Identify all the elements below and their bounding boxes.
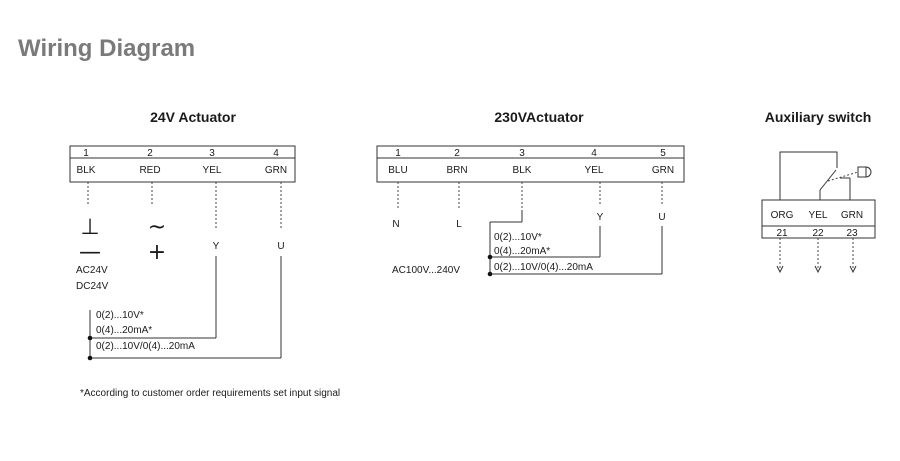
- wire-color-label: GRN: [265, 165, 287, 176]
- terminal-number: 1: [395, 148, 401, 159]
- terminal-number: 2: [454, 148, 460, 159]
- actuator-230v-heading: 230VActuator: [494, 109, 584, 125]
- auxiliary-terminal-block: [761, 199, 876, 239]
- actuator-24v-heading: 24V Actuator: [150, 109, 236, 125]
- u-feedback-label: U: [277, 241, 284, 252]
- ac-symbol: ~: [148, 215, 166, 240]
- signal-option: 0(2)...10V*: [494, 232, 542, 243]
- terminal-number: 21: [776, 228, 788, 239]
- wire-color-label: BLK: [513, 165, 532, 176]
- plus-symbol: +: [148, 240, 166, 265]
- supply-ac-label: AC24V: [76, 265, 108, 276]
- supply-label: AC100V...240V: [392, 265, 460, 276]
- neutral-label: N: [392, 219, 399, 230]
- signal-option: 0(2)...10V/0(4)...20mA: [494, 262, 593, 273]
- wire-color-label: BLU: [388, 165, 407, 176]
- wire-color-label: ORG: [771, 210, 794, 221]
- supply-dc-label: DC24V: [76, 281, 109, 292]
- actuator-230v-diagram: 230VActuator 1 2 3 4 5 BLU BRN BLK YEL G…: [376, 109, 685, 277]
- signal-option: 0(4)...20mA*: [96, 325, 152, 336]
- wire-color-label: GRN: [841, 210, 863, 221]
- footnote: *According to customer order requirement…: [80, 388, 340, 399]
- terminal-number: 3: [209, 148, 215, 159]
- page-title: Wiring Diagram: [18, 35, 195, 62]
- auxiliary-switch-diagram: Auxiliary switch ORG YEL GRN 21 22 23: [761, 109, 876, 274]
- terminal-number: 4: [273, 148, 279, 159]
- terminal-number: 1: [83, 148, 89, 159]
- terminal-number: 4: [591, 148, 597, 159]
- wire-color-label: BLK: [77, 165, 96, 176]
- wire-color-label: YEL: [203, 165, 222, 176]
- signal-option: 0(2)...10V*: [96, 310, 144, 321]
- actuator-cam-icon: [857, 166, 867, 178]
- wire-color-label: YEL: [585, 165, 604, 176]
- minus-symbol: —: [79, 240, 101, 265]
- signal-option: 0(4)...20mA*: [494, 246, 550, 257]
- terminal-number: 23: [846, 228, 858, 239]
- auxiliary-switch-heading: Auxiliary switch: [765, 109, 872, 125]
- y-signal-label: Y: [597, 212, 604, 223]
- actuator-230v-terminal-block: [376, 145, 685, 183]
- terminal-number: 5: [660, 148, 666, 159]
- actuator-24v-diagram: 24V Actuator 1 2 3 4 BLK RED YEL GRN ⊥ —…: [69, 109, 296, 361]
- live-label: L: [456, 219, 462, 230]
- wire-color-label: GRN: [652, 165, 674, 176]
- wire-color-label: BRN: [446, 165, 467, 176]
- terminal-number: 3: [519, 148, 525, 159]
- u-feedback-label: U: [658, 212, 665, 223]
- actuator-24v-terminal-block: [69, 145, 296, 183]
- y-signal-label: Y: [213, 241, 220, 252]
- terminal-number: 22: [812, 228, 824, 239]
- wire-color-label: RED: [139, 165, 160, 176]
- wire-color-label: YEL: [809, 210, 828, 221]
- terminal-number: 2: [147, 148, 153, 159]
- ground-symbol: ⊥: [80, 215, 99, 240]
- signal-option: 0(2)...10V/0(4)...20mA: [96, 341, 195, 352]
